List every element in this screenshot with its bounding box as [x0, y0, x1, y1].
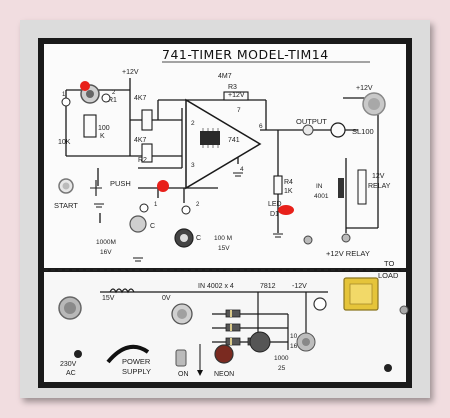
svg-text:OUTPUT: OUTPUT — [296, 117, 327, 126]
svg-text:TO: TO — [384, 259, 394, 268]
power-switch[interactable] — [175, 349, 187, 367]
svg-text:10: 10 — [290, 333, 298, 340]
cap-terminal-1[interactable] — [139, 203, 149, 213]
svg-text:2: 2 — [196, 202, 200, 208]
svg-text:R1: R1 — [108, 97, 117, 104]
relay-terminal-a[interactable] — [303, 235, 313, 245]
capacitor-c1 — [129, 215, 147, 233]
svg-text:POWER: POWER — [122, 357, 151, 366]
svg-text:6: 6 — [259, 123, 263, 130]
led-indicator — [80, 81, 90, 91]
svg-text:4001: 4001 — [314, 193, 329, 200]
svg-text:+12V: +12V — [228, 92, 245, 99]
svg-text:25: 25 — [278, 365, 286, 372]
svg-text:IN 4002 x 4: IN 4002 x 4 — [198, 283, 234, 290]
output-terminal[interactable] — [302, 124, 314, 136]
resistor-r — [83, 114, 97, 138]
mount-screw — [74, 350, 82, 358]
svg-text:PUSH: PUSH — [110, 179, 131, 188]
cap-terminal-2[interactable] — [181, 205, 191, 215]
svg-text:-12V: -12V — [292, 283, 307, 290]
resistor-r2 — [141, 143, 153, 163]
ic-label: 741 — [228, 137, 240, 144]
svg-text:NEON: NEON — [214, 371, 234, 378]
svg-text:12V: 12V — [372, 173, 385, 180]
svg-text:100: 100 — [98, 125, 110, 132]
svg-text:+12V: +12V — [356, 85, 373, 92]
svg-text:C: C — [150, 223, 155, 230]
opamp-symbol — [185, 98, 262, 190]
resistor-r3 — [223, 91, 249, 101]
terminal-2[interactable] — [101, 93, 111, 103]
board-title: 741-TIMER MODEL-TIM14 — [162, 47, 329, 62]
svg-text:R4: R4 — [284, 179, 293, 186]
svg-text:+12V RELAY: +12V RELAY — [326, 249, 370, 258]
svg-text:+12V: +12V — [122, 69, 139, 76]
svg-text:LED: LED — [268, 201, 282, 208]
svg-text:C: C — [196, 235, 201, 242]
trainer-board: 741-TIMER MODEL-TIM14 741 2 3 — [38, 38, 412, 388]
svg-text:1: 1 — [62, 92, 66, 98]
svg-text:R2: R2 — [138, 157, 147, 164]
ps-wiring — [100, 288, 328, 350]
svg-text:2: 2 — [112, 90, 116, 96]
svg-text:10K: 10K — [58, 139, 71, 146]
power-cord — [106, 344, 150, 364]
svg-text:16V: 16V — [100, 249, 112, 256]
load-terminal[interactable] — [399, 305, 409, 315]
svg-text:IN: IN — [316, 183, 323, 190]
svg-text:0V: 0V — [162, 295, 171, 302]
svg-text:1: 1 — [154, 202, 158, 208]
svg-text:1000: 1000 — [274, 355, 289, 362]
ps-neg-terminal[interactable] — [313, 297, 327, 311]
relay-coil — [357, 169, 367, 205]
svg-text:ON: ON — [178, 371, 189, 378]
svg-text:K: K — [100, 133, 105, 140]
svg-text:D1: D1 — [270, 211, 279, 218]
svg-text:SL100: SL100 — [352, 127, 374, 136]
svg-text:2: 2 — [191, 120, 195, 127]
svg-text:AC: AC — [66, 370, 76, 377]
ps-capacitor-1000 — [249, 331, 271, 353]
svg-text:4M7: 4M7 — [218, 73, 232, 80]
svg-text:SUPPLY: SUPPLY — [122, 367, 151, 376]
svg-text:4K7: 4K7 — [134, 95, 147, 102]
ic-chip — [200, 131, 220, 145]
led-d1 — [278, 205, 294, 215]
svg-text:1K: 1K — [284, 188, 293, 195]
svg-text:230V: 230V — [60, 361, 77, 368]
svg-text:RELAY: RELAY — [368, 183, 391, 190]
svg-text:3: 3 — [191, 162, 195, 169]
svg-text:LOAD: LOAD — [378, 271, 399, 280]
neon-indicator — [214, 344, 234, 364]
resistor-r1 — [141, 109, 153, 131]
svg-text:R3: R3 — [228, 84, 237, 91]
svg-text:4K7: 4K7 — [134, 137, 147, 144]
svg-text:7: 7 — [237, 107, 241, 114]
timing-led — [157, 180, 169, 192]
transistor-symbol — [330, 122, 346, 138]
svg-text:15V: 15V — [102, 295, 115, 302]
svg-text:START: START — [54, 201, 78, 210]
svg-text:7812: 7812 — [260, 283, 276, 290]
svg-text:1000M: 1000M — [96, 239, 116, 246]
terminal-1[interactable] — [61, 97, 71, 107]
resistor-r4 — [273, 175, 283, 195]
svg-text:4: 4 — [240, 166, 244, 173]
mount-screw-2 — [384, 364, 392, 372]
diode-1n4001 — [338, 178, 344, 198]
svg-text:16: 16 — [290, 343, 298, 350]
relay-terminal-b[interactable] — [341, 233, 351, 243]
svg-text:15V: 15V — [218, 245, 230, 252]
svg-text:100 M: 100 M — [214, 235, 232, 242]
